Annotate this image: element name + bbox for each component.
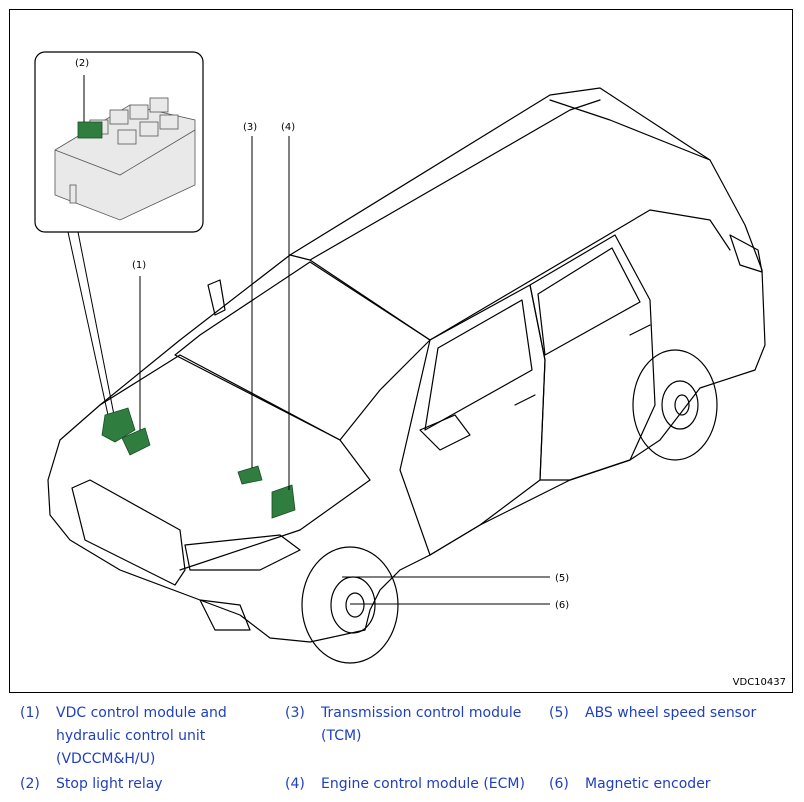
legend-number: (6) [549, 776, 569, 792]
legend-number: (2) [20, 776, 40, 792]
front-grille [71, 479, 186, 586]
callout-2: (2) [75, 58, 89, 69]
roof-rail [549, 99, 711, 161]
side-door-front [399, 284, 546, 556]
vdc-module-highlight [101, 407, 136, 443]
legend-text: VDC control module and hydraulic control… [56, 705, 227, 767]
rear-wheel-hub [674, 394, 690, 416]
side-window-rear [537, 247, 641, 356]
front-wheel-hub [345, 592, 365, 618]
figure-code: VDC10437 [732, 677, 786, 688]
hood-line [99, 354, 371, 571]
front-wheel-outer [301, 546, 399, 664]
callout-1: (1) [132, 260, 146, 271]
legend-number: (5) [549, 705, 569, 721]
legend-text: Engine control module (ECM) [321, 776, 525, 792]
side-window-front [424, 299, 533, 431]
legend-item: (2) Stop light relay [20, 773, 270, 796]
figure-frame: (1) (2) (3) (4) (5) (6) VDC10437 [9, 9, 793, 693]
door-handle-rear [629, 324, 651, 336]
callout-6: (6) [555, 600, 569, 611]
mirror [419, 414, 471, 451]
door-handle-front [514, 394, 536, 406]
legend-number: (4) [285, 776, 305, 792]
inset-leader-line-a [67, 231, 109, 416]
inset-leader-line-b [77, 231, 115, 416]
legend-item: (4) Engine control module (ECM) [285, 773, 545, 796]
rear-lamp [729, 234, 763, 273]
stop-light-relay-highlight [77, 121, 103, 139]
ecm-highlight [271, 484, 296, 519]
legend-number: (1) [20, 705, 40, 721]
headlight [184, 534, 301, 571]
legend-text: Stop light relay [56, 776, 163, 792]
vehicle-diagram: (1) (2) (3) (4) (5) (6) [34, 51, 766, 664]
legend-item: (5) ABS wheel speed sensor [549, 702, 799, 725]
legend-item: (3) Transmission control module (TCM) [285, 702, 535, 748]
legend-text: Magnetic encoder [585, 776, 711, 792]
legend-item: (6) Magnetic encoder [549, 773, 799, 796]
callout-3: (3) [243, 122, 257, 133]
callout-4: (4) [281, 122, 295, 133]
legend-item: (1) VDC control module and hydraulic con… [20, 702, 270, 771]
legend: (1) VDC control module and hydraulic con… [0, 702, 804, 802]
roof-line [289, 99, 731, 341]
left-mirror [207, 279, 226, 316]
rear-wheel-outer [632, 349, 718, 461]
legend-number: (3) [285, 705, 305, 721]
vdc-hydraulic-unit-highlight [121, 427, 151, 456]
legend-text: ABS wheel speed sensor [585, 705, 757, 721]
windshield [174, 261, 431, 441]
rear-wheel-inner [661, 380, 699, 430]
front-wheel-inner [330, 576, 376, 634]
callout-5: (5) [555, 573, 569, 584]
tcm-highlight [237, 465, 263, 485]
fog-light [199, 599, 251, 631]
side-door-rear [529, 234, 656, 481]
legend-text: Transmission control module (TCM) [321, 705, 522, 744]
